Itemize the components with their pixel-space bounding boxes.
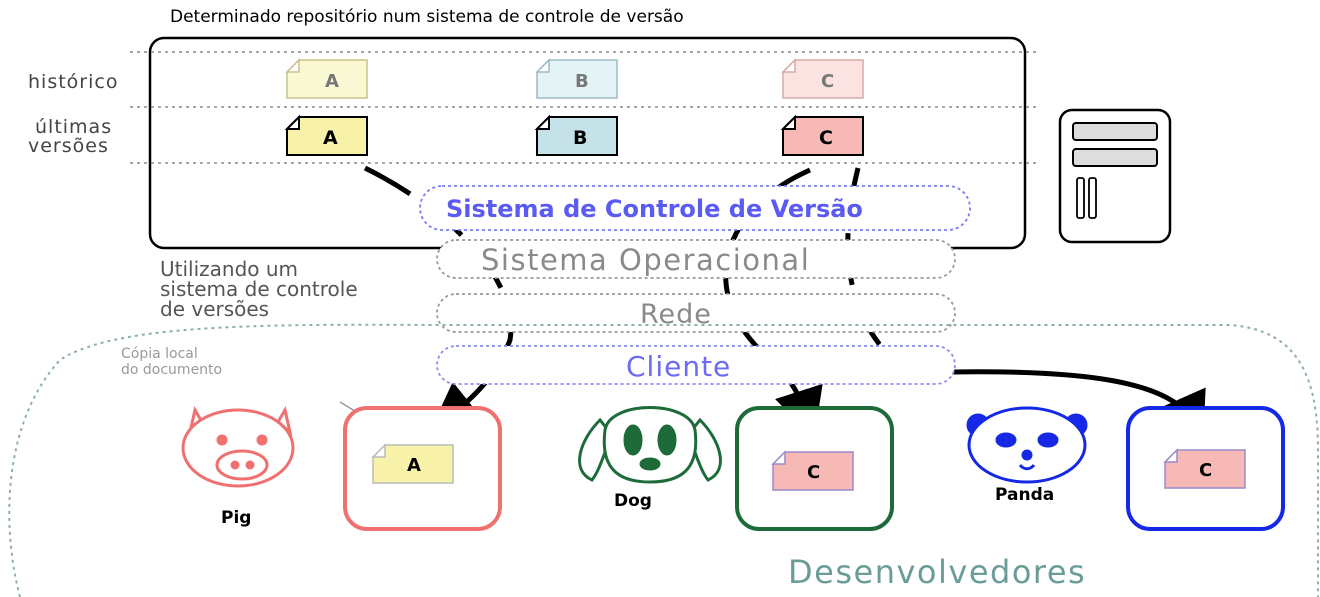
svg-text:C: C	[1199, 460, 1212, 481]
history-file-a: A	[285, 58, 368, 99]
svg-text:A: A	[323, 127, 338, 149]
history-file-b: B	[535, 58, 618, 99]
diagram-title: Determinado repositório num sistema de c…	[170, 7, 684, 27]
server-icon	[1058, 108, 1172, 244]
developers-group	[8, 323, 1319, 597]
connector-c-dog	[723, 167, 823, 440]
svg-text:C: C	[819, 127, 833, 149]
pig-icon	[181, 405, 295, 488]
latest-label-line2: versões	[28, 135, 109, 157]
panda-icon	[966, 406, 1088, 484]
latest-label-line1: últimas	[35, 116, 112, 138]
layer-vcs: Sistema de Controle de Versão	[419, 185, 971, 231]
dog-icon	[578, 406, 722, 484]
history-file-c: C	[781, 58, 864, 99]
svg-text:A: A	[325, 71, 339, 92]
layer-os: Sistema Operacional	[436, 239, 956, 279]
developer-name-panda: Panda	[995, 485, 1054, 505]
layer-client: Cliente	[436, 345, 956, 385]
history-label: histórico	[28, 71, 118, 93]
svg-text:de versões: de versões	[160, 297, 269, 321]
developer-name-dog: Dog	[614, 491, 652, 511]
svg-text:A: A	[407, 455, 421, 476]
layer-network: Rede	[436, 293, 956, 333]
svg-text:B: B	[573, 127, 587, 149]
svg-text:C: C	[821, 71, 834, 92]
svg-text:B: B	[575, 71, 589, 92]
svg-text:Sistema de Controle de Versão: Sistema de Controle de Versão	[446, 195, 863, 223]
usage-note: Utilizando um sistema de controle de ver…	[160, 257, 358, 321]
latest-file-c: C	[780, 114, 864, 156]
pig-local-copy-file: A	[371, 443, 454, 484]
latest-file-a: A	[284, 114, 368, 156]
developer-name-pig: Pig	[221, 508, 251, 528]
svg-text:Utilizando um: Utilizando um	[160, 257, 298, 281]
svg-text:C: C	[807, 462, 820, 483]
panda-local-copy-file: C	[1163, 448, 1246, 489]
svg-text:do documento: do documento	[121, 362, 222, 378]
svg-text:Cópia local: Cópia local	[121, 346, 198, 362]
latest-file-b: B	[534, 114, 618, 156]
dog-local-copy-file: C	[771, 450, 854, 491]
svg-text:Sistema Operacional: Sistema Operacional	[481, 243, 810, 277]
developers-group-label: Desenvolvedores	[788, 553, 1086, 591]
svg-text:Cliente: Cliente	[626, 350, 731, 383]
svg-text:sistema de controle: sistema de controle	[160, 277, 358, 301]
